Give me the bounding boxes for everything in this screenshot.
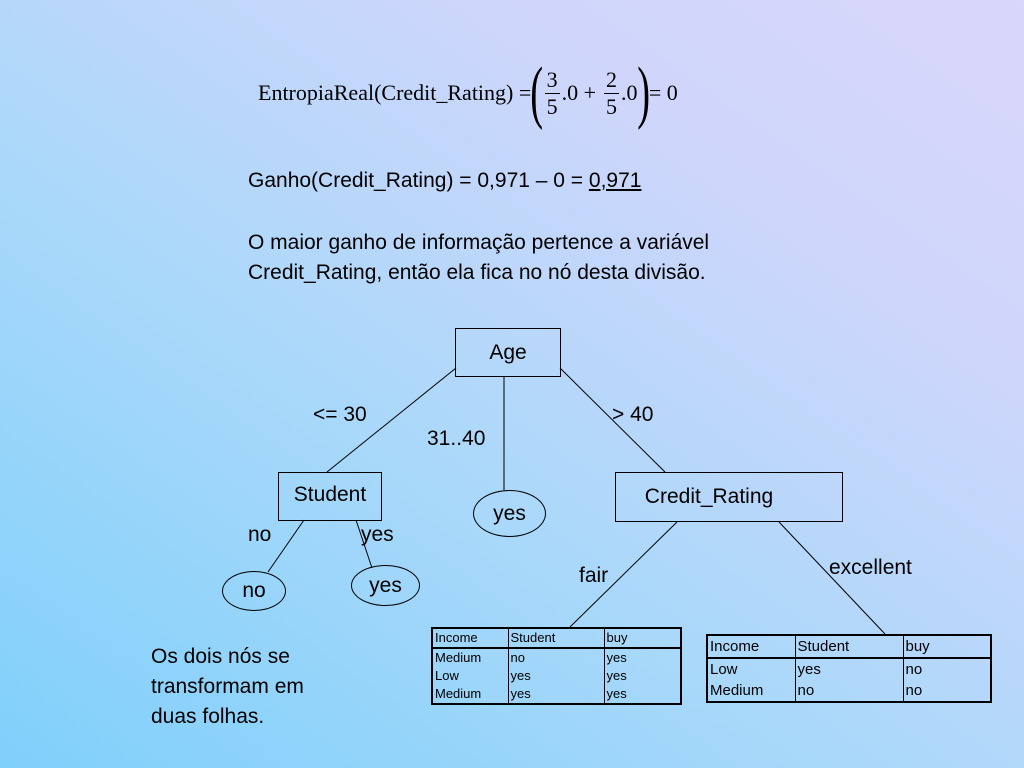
label-student-no: no <box>248 523 272 546</box>
table-cell: no <box>902 680 992 703</box>
node-age: Age <box>455 328 561 377</box>
label-31-40: 31..40 <box>427 427 486 450</box>
table-header-row: Income Student buy <box>706 634 992 659</box>
formula-close-paren: ) <box>636 54 650 131</box>
table-cell: no <box>507 648 605 667</box>
label-fair: fair <box>579 564 609 587</box>
table-row: Medium no yes <box>431 648 682 667</box>
label-student-yes: yes <box>361 523 394 546</box>
gain-prefix: Ganho(Credit_Rating) = 0,971 – 0 = <box>248 169 589 192</box>
formula-fraction-2-num: 2 <box>604 66 620 94</box>
edge-student-yes <box>355 519 373 569</box>
node-credit-rating: Credit_Rating <box>615 472 843 522</box>
table-row: Low yes no <box>706 658 992 680</box>
table-cell: yes <box>603 648 682 667</box>
formula-term-2: .0 <box>621 80 638 105</box>
table-header-cell: Income <box>431 627 509 649</box>
edge-student-no <box>267 519 305 573</box>
formula-fraction-1-num: 3 <box>544 66 560 94</box>
table-header-row: Income Student buy <box>431 627 682 649</box>
table-cell: yes <box>507 667 605 685</box>
table-cell: yes <box>507 685 605 705</box>
formula-fraction-2: 2 5 <box>604 66 620 120</box>
table-header-cell: Student <box>794 634 904 659</box>
table-excellent: Income Student buy Low yes no Medium no … <box>706 634 992 703</box>
table-row: Medium yes yes <box>431 685 682 705</box>
formula-rhs: = 0 <box>648 80 678 105</box>
table-header-cell: Income <box>706 634 796 659</box>
table-cell: Low <box>706 658 796 680</box>
formula-lhs: EntropiaReal(Credit_Rating) = <box>258 80 532 105</box>
table-cell: Medium <box>431 648 509 667</box>
table-cell: Medium <box>706 680 796 703</box>
table-row: Low yes yes <box>431 667 682 685</box>
leaves-note: Os dois nós se transformam em duas folha… <box>151 645 304 728</box>
table-cell: Low <box>431 667 509 685</box>
table-header-cell: buy <box>902 634 992 659</box>
edge-age-credit <box>559 367 666 473</box>
formula-fraction-2-den: 5 <box>606 93 618 119</box>
label-gt-40: > 40 <box>612 403 654 426</box>
table-cell: yes <box>603 685 682 705</box>
table-header-cell: buy <box>603 627 682 649</box>
node-student: Student <box>278 472 382 521</box>
edge-age-student <box>326 367 457 473</box>
entropy-formula: EntropiaReal(Credit_Rating) = ( 3 5 .0 +… <box>258 58 678 128</box>
label-le-30: <= 30 <box>313 403 367 426</box>
conclusion-paragraph: O maior ganho de informação pertence a v… <box>248 231 710 284</box>
table-cell: Medium <box>431 685 509 705</box>
edge-credit-excellent <box>778 521 886 635</box>
table-cell: no <box>794 680 904 703</box>
leaf-student-no: no <box>222 571 286 611</box>
formula-term-1: .0 + <box>561 80 597 105</box>
gain-line: Ganho(Credit_Rating) = 0,971 – 0 = 0,971 <box>248 166 641 196</box>
table-fair: Income Student buy Medium no yes Low yes… <box>431 627 682 705</box>
label-excellent: excellent <box>829 556 912 579</box>
leaf-student-yes: yes <box>351 565 420 606</box>
formula-fraction-1-den: 5 <box>546 93 558 119</box>
edge-credit-fair <box>569 521 678 628</box>
gain-result: 0,971 <box>588 169 642 192</box>
table-header-cell: Student <box>507 627 605 649</box>
table-cell: yes <box>603 667 682 685</box>
table-row: Medium no no <box>706 680 992 703</box>
table-cell: yes <box>794 658 904 680</box>
formula-fraction-1: 3 5 <box>544 66 560 120</box>
table-cell: no <box>902 658 992 680</box>
formula-open-paren: ( <box>530 54 544 131</box>
leaf-mid-yes: yes <box>473 490 546 537</box>
